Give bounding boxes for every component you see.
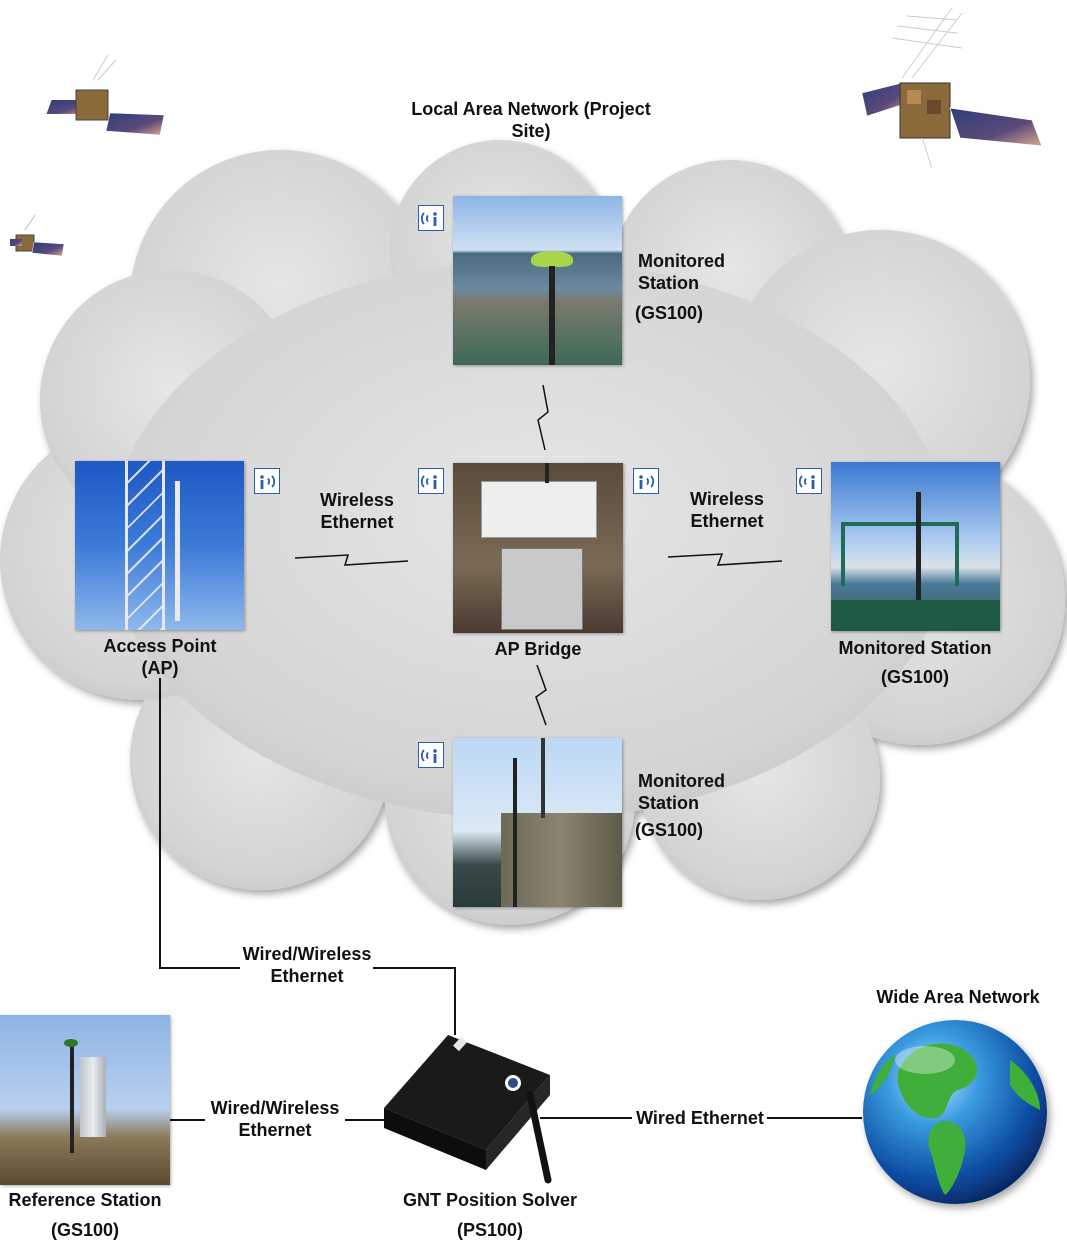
wireless-link-right xyxy=(667,553,783,566)
wireless-info-icon xyxy=(796,468,822,494)
access-point-label: Access Point(AP) xyxy=(103,636,217,678)
monitored-station-bottom-model: (GS100) xyxy=(635,820,704,840)
reference-station-label: Reference Station xyxy=(8,1190,162,1210)
monitored-station-bottom-photo xyxy=(453,738,622,907)
wireless-info-icon xyxy=(418,205,444,231)
satellite-icon xyxy=(46,54,165,136)
reference-station-photo xyxy=(0,1015,170,1185)
monitored-station-right-model: (GS100) xyxy=(880,667,950,687)
monitored-station-top-model: (GS100) xyxy=(635,303,704,323)
wired-ethernet-label: Wired Ethernet xyxy=(636,1108,764,1128)
wireless-info-icon xyxy=(633,468,659,494)
wireless-link-top xyxy=(537,384,549,451)
monitored-station-right-label: Monitored Station xyxy=(838,638,992,658)
position-solver-model: (PS100) xyxy=(456,1220,524,1240)
access-point-photo xyxy=(75,461,244,630)
position-solver-label: GNT Position Solver xyxy=(402,1190,578,1210)
satellite-icon xyxy=(10,214,65,257)
wireless-info-icon xyxy=(254,468,280,494)
globe-icon xyxy=(863,1020,1047,1204)
wireless-info-icon xyxy=(418,742,444,768)
wireless-link-left xyxy=(294,554,409,566)
wireless-link-bottom xyxy=(535,664,547,726)
ap-bridge-photo xyxy=(453,463,623,633)
wired-link-ap-to-solver xyxy=(159,678,456,1035)
wireless-info-icon xyxy=(418,468,444,494)
position-solver-device-icon xyxy=(384,1035,552,1184)
satellite-icon xyxy=(861,7,1043,169)
wan-label: Wide Area Network xyxy=(876,987,1040,1007)
monitored-station-top-photo xyxy=(453,196,622,365)
reference-station-model: (GS100) xyxy=(50,1220,120,1240)
ap-bridge-label: AP Bridge xyxy=(494,639,582,659)
monitored-station-right-photo xyxy=(831,462,1000,631)
